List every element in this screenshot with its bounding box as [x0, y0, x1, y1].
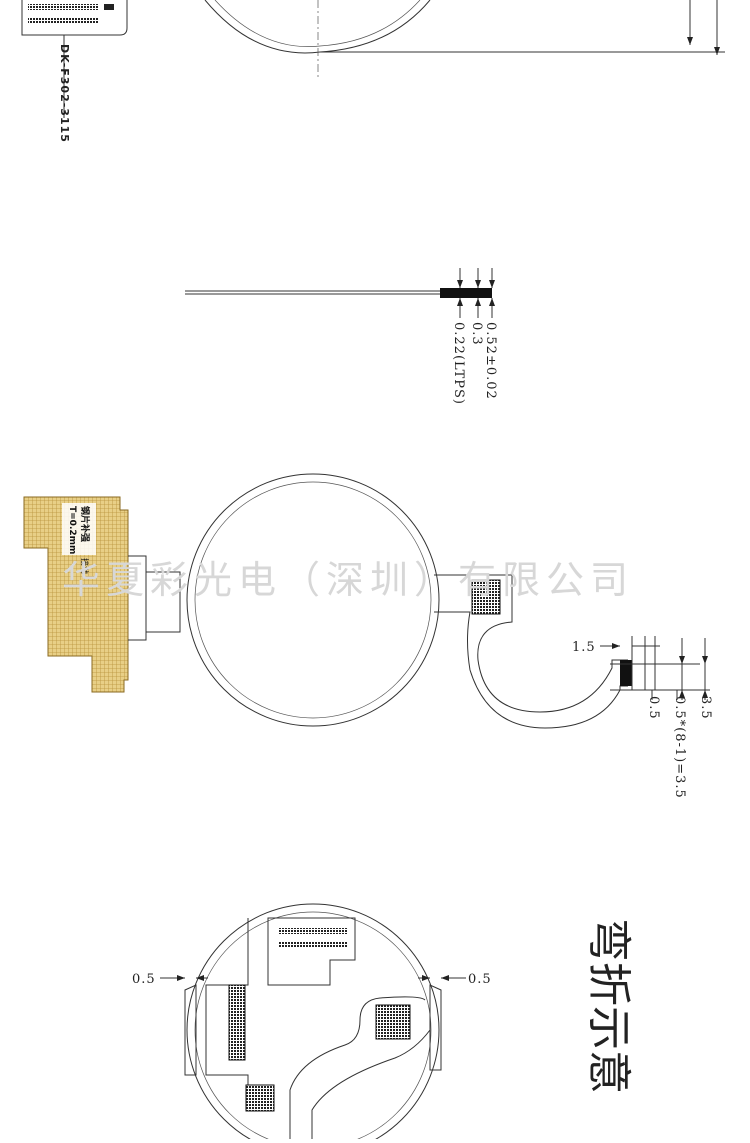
- profile-dim-arrows: [457, 280, 495, 306]
- fpc-pitch-arrows: [679, 656, 708, 698]
- bend-view: 0.5 0.5 弯折示意: [132, 903, 634, 1143]
- fpc-width-arrow: [612, 643, 620, 649]
- profile-dim-lines: [459, 268, 493, 318]
- fpc-pad-ext: [651, 690, 678, 700]
- stiffener-label-1: 钢片补强: [79, 506, 91, 542]
- bend-fpc-top: [267, 917, 356, 986]
- top-pin-row-1: [28, 4, 98, 10]
- flex-neck: [128, 555, 147, 641]
- stiffener-plate: [23, 496, 129, 693]
- flex-neck-inner: [146, 571, 181, 633]
- top-circle-inner-arc: [214, 0, 421, 47]
- dim-fpc-pad: 0.5: [646, 696, 661, 720]
- stiffener-label-2: T=0.2mm: [67, 506, 77, 554]
- dim-fpc-total: 3.5: [698, 696, 713, 720]
- fpc-pitch-dims: [610, 638, 710, 700]
- profile-stack: [440, 288, 492, 298]
- bend-left-edge: [184, 984, 197, 1076]
- top-view: DK-F302-3115: [21, 0, 725, 143]
- company-watermark: 华夏彩光电（深圳）有限公司: [62, 558, 634, 602]
- top-pin-row-2: [28, 18, 98, 24]
- dim-total-thickness: 0.52±0.02: [483, 322, 498, 400]
- bend-inner-circle: [194, 911, 432, 1143]
- bend-connector: [228, 984, 246, 1061]
- fpc-dim-ext: [631, 636, 656, 690]
- dim-cover-thickness: 0.3: [469, 322, 484, 346]
- side-profile-view: 0.52±0.02 0.3 0.22(LTPS): [185, 268, 498, 405]
- bend-right-arrows: [422, 975, 449, 981]
- bend-fpc-tail-outer: [311, 1029, 431, 1139]
- bend-pins-2: [278, 942, 348, 948]
- fpc-gold-fingers: [620, 660, 632, 686]
- top-dim-arrows: [687, 37, 720, 55]
- display-outer-circle: [186, 473, 440, 727]
- top-connector-outline: [21, 0, 128, 36]
- dim-fpc-pitch: 0.5*(8-1)=3.5: [672, 696, 687, 799]
- bend-pins-1: [278, 928, 348, 934]
- dim-bend-right: 0.5: [468, 972, 492, 987]
- top-circle-arc: [204, 0, 431, 54]
- bend-right-edge: [429, 984, 442, 1071]
- bend-left-arrows: [177, 975, 204, 981]
- fpc-tail-upper: [434, 574, 628, 713]
- bend-chip: [375, 1004, 411, 1040]
- unfolded-view: 钢片补强 T=0.2mm 接地 1.5 0.5 0.5*(8-1)=3.5 3.…: [23, 473, 713, 799]
- stiffener-label-box: [62, 503, 96, 555]
- display-inner-circle: [194, 481, 432, 719]
- fpc-tail-lower: [434, 611, 628, 729]
- bend-fpc-tail: [289, 996, 426, 1139]
- profile-layers: [185, 290, 470, 295]
- bend-gold-fingers: [245, 1084, 275, 1112]
- bend-fpc-left: [205, 918, 249, 1100]
- dim-panel-thickness: 0.22(LTPS): [451, 322, 466, 405]
- part-number-label: DK-F302-3115: [58, 44, 71, 143]
- top-dim-ext: [689, 0, 718, 55]
- top-pin-pad: [104, 4, 114, 10]
- dim-fpc-width: 1.5: [572, 640, 596, 655]
- bend-outer-circle: [186, 903, 440, 1143]
- fpc-chip: [471, 579, 501, 615]
- stiffener-label-3: 接地: [80, 558, 90, 574]
- bend-title: 弯折示意: [583, 918, 634, 1094]
- dim-bend-left: 0.5: [132, 972, 156, 987]
